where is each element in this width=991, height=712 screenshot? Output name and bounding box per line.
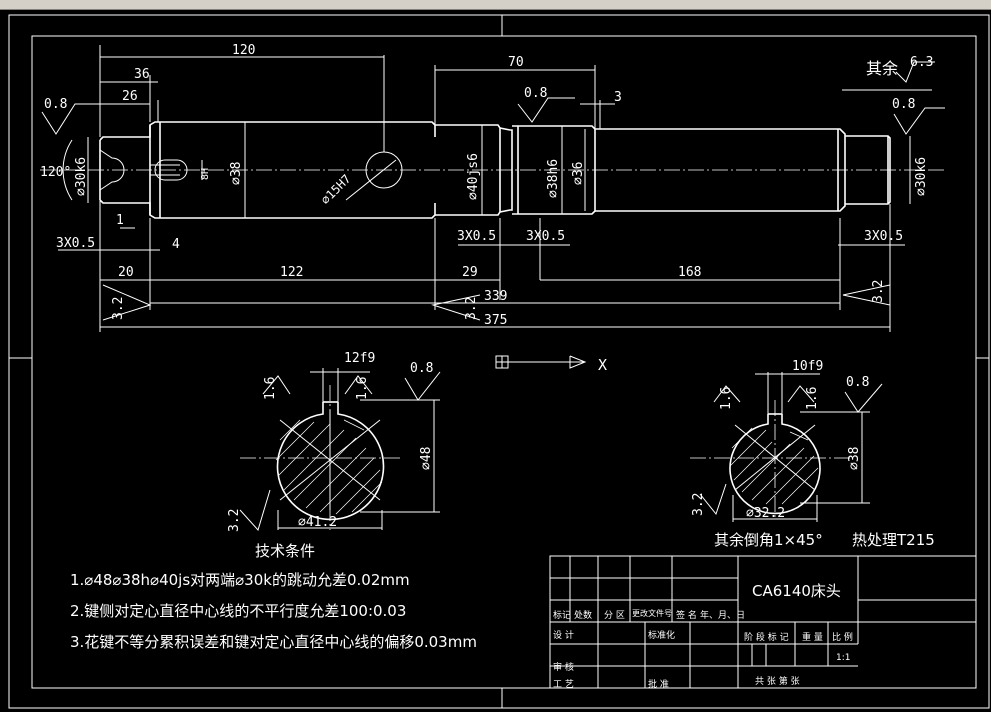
section-a-r-d: 3.2 bbox=[227, 509, 242, 532]
section-b-hatch bbox=[729, 427, 819, 505]
inner-frame bbox=[31, 35, 977, 689]
dim-key: 8H bbox=[200, 168, 211, 180]
dim-122: 122 bbox=[280, 265, 303, 280]
note-2: 2.键侧对定心直径中心线的不平行度允差100:0.03 bbox=[70, 602, 407, 620]
title-block-grid bbox=[549, 555, 977, 689]
dim-dia30k6-right: ⌀30k6 bbox=[914, 157, 929, 196]
dim-339: 339 bbox=[484, 289, 507, 304]
roughness-r4: 3.2 bbox=[111, 297, 126, 320]
dim-hole: ⌀15H7 bbox=[318, 172, 353, 207]
section-b-key: 10f9 bbox=[792, 359, 823, 374]
dim-dia38: ⌀38 bbox=[229, 162, 244, 185]
dim-chamfer-3: 3X0.5 bbox=[526, 229, 565, 244]
dim-4: 4 bbox=[172, 237, 180, 252]
section-a bbox=[239, 368, 441, 531]
tb-check: 审 核 bbox=[553, 663, 574, 673]
tb-zone: 分 区 bbox=[604, 611, 625, 621]
section-b-r-d: 3.2 bbox=[691, 493, 706, 516]
dim-29: 29 bbox=[462, 265, 478, 280]
roughness-r2: 0.8 bbox=[524, 86, 547, 101]
section-b-r-a: 1.6 bbox=[719, 387, 734, 410]
dim-375: 375 bbox=[484, 313, 507, 328]
tb-std: 标准化 bbox=[648, 631, 676, 641]
heat-note: 热处理T215 bbox=[852, 531, 935, 549]
roughness-symbols bbox=[41, 89, 945, 321]
dim-dia40js6: ⌀40js6 bbox=[466, 153, 481, 200]
dim-168: 168 bbox=[678, 265, 701, 280]
roughness-r5: 3.2 bbox=[464, 297, 479, 320]
section-a-r-a: 1.6 bbox=[263, 377, 278, 400]
dim-chamfer-4: 3X0.5 bbox=[864, 229, 903, 244]
dim-120: 120 bbox=[232, 43, 255, 58]
tb-stage: 阶 段 标 记 bbox=[744, 633, 789, 643]
zone-ticks bbox=[9, 15, 989, 708]
roughness-r1: 0.8 bbox=[44, 97, 67, 112]
notes-title: 技术条件 bbox=[255, 542, 316, 560]
note-1: 1.⌀48⌀38h⌀40js对两端⌀30k的跳动允差0.02mm bbox=[70, 571, 410, 589]
tb-approve: 批 准 bbox=[648, 680, 669, 690]
section-a-d-in: ⌀41.2 bbox=[298, 515, 337, 530]
dim-dia30k6-left: ⌀30k6 bbox=[74, 157, 89, 196]
tb-ratio-header: 比 例 bbox=[832, 633, 853, 643]
section-b-r-c: 0.8 bbox=[846, 375, 869, 390]
dim-angle: 120° bbox=[40, 165, 71, 180]
dim-26: 26 bbox=[122, 89, 138, 104]
dim-1: 1 bbox=[116, 213, 124, 228]
dim-3: 3 bbox=[614, 90, 622, 105]
technical-notes: 技术条件 1.⌀48⌀38h⌀40js对两端⌀30k的跳动允差0.02mm 2.… bbox=[70, 540, 477, 658]
ucs-icon bbox=[495, 355, 587, 369]
tb-ratio: 1:1 bbox=[836, 653, 851, 663]
roughness-r3: 0.8 bbox=[892, 97, 915, 112]
axis-label: X bbox=[598, 356, 607, 374]
section-b-d-out: ⌀38 bbox=[847, 447, 862, 470]
dim-dia36: ⌀36 bbox=[571, 162, 586, 185]
section-a-hatch bbox=[275, 419, 383, 515]
section-b-d-in: ⌀32.2 bbox=[746, 506, 785, 521]
section-b bbox=[690, 372, 883, 522]
dim-70: 70 bbox=[508, 55, 524, 70]
center-hole bbox=[99, 149, 188, 191]
tb-sign: 签 名 bbox=[676, 611, 697, 621]
chamfer-note: 其余倒角1×45° bbox=[714, 531, 823, 549]
tb-weight: 重 量 bbox=[802, 633, 823, 643]
rest-label: 其余 bbox=[866, 59, 898, 78]
tb-sheets: 共 张 第 张 bbox=[755, 677, 800, 687]
dim-dia38h6: ⌀38h6 bbox=[546, 159, 561, 198]
note-3: 3.花键不等分累积误差和键对定心直径中心线的偏移0.03mm bbox=[70, 633, 477, 651]
tb-count: 处数 bbox=[574, 611, 593, 621]
dim-36: 36 bbox=[134, 67, 150, 82]
tb-doc: 更改文件号 bbox=[632, 609, 672, 618]
outer-frame bbox=[8, 14, 990, 709]
tb-date: 年、月、日 bbox=[700, 611, 746, 621]
tb-craft: 工 艺 bbox=[553, 680, 574, 690]
dim-chamfer-1: 3X0.5 bbox=[56, 236, 95, 251]
tb-design: 设 计 bbox=[553, 631, 574, 641]
section-a-r-b: 1.6 bbox=[355, 377, 370, 400]
dimension-texts: 120 36 26 70 3 1 4 20 122 29 168 339 375… bbox=[40, 43, 929, 328]
dim-chamfer-2: 3X0.5 bbox=[457, 229, 496, 244]
dimension-lines bbox=[58, 45, 911, 332]
tb-mark: 标记 bbox=[553, 611, 572, 621]
section-a-r-c: 0.8 bbox=[410, 361, 433, 376]
roughness-r6: 3.2 bbox=[871, 280, 886, 303]
dim-20: 20 bbox=[118, 265, 134, 280]
title-block-name: CA6140床头 bbox=[752, 582, 841, 600]
section-a-key: 12f9 bbox=[344, 351, 375, 366]
section-b-r-b: 1.6 bbox=[805, 387, 820, 410]
toolbar bbox=[0, 0, 991, 10]
section-a-d-out: ⌀48 bbox=[419, 447, 434, 470]
